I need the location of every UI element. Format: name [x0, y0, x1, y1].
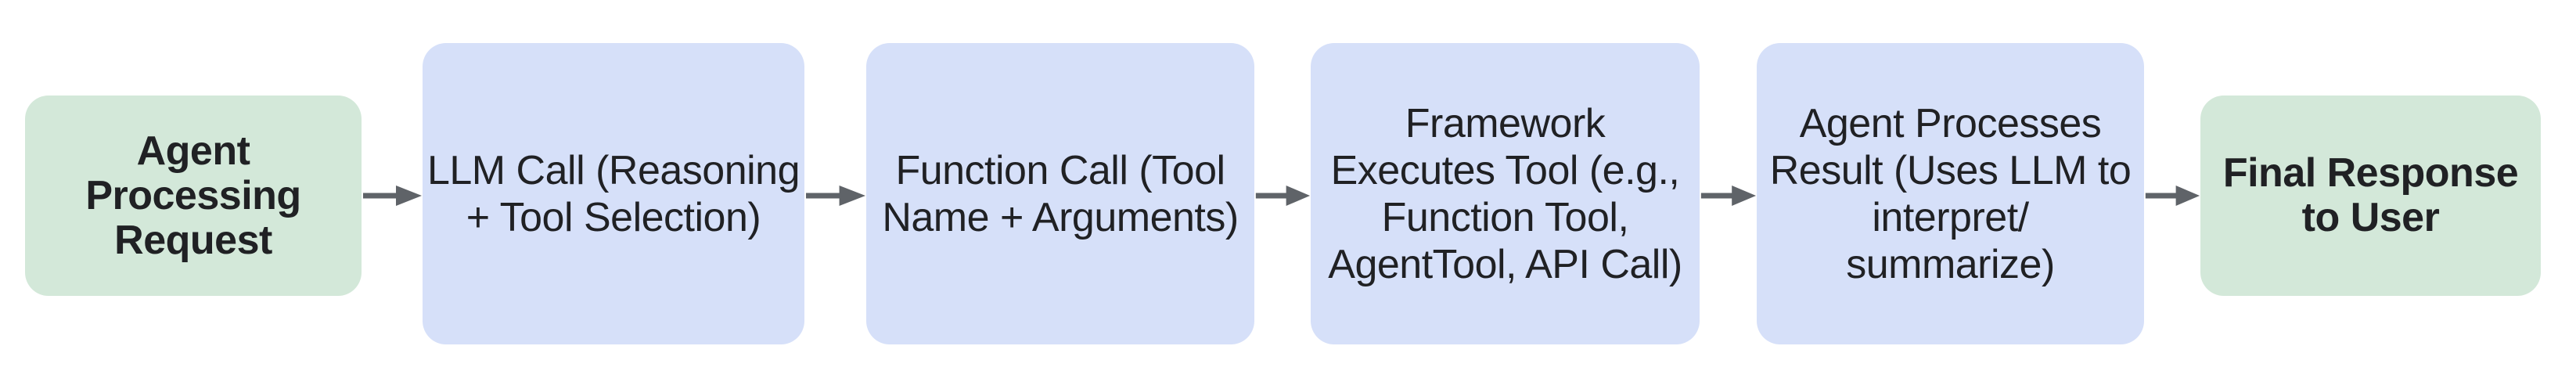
arrow-right-icon: [363, 186, 422, 206]
node-final-response-to-user: Final Response to User: [2200, 96, 2541, 296]
node-label: LLM Call (Reasoning + Tool Selection): [426, 147, 801, 240]
arrow-right-icon: [1255, 186, 1311, 206]
arrow-right-icon: [2145, 186, 2200, 206]
node-agent-processes-result: Agent Processes Result (Uses LLM to inte…: [1757, 43, 2144, 344]
flow-connector-4: [1700, 185, 1757, 207]
flow-connector-3: [1254, 185, 1311, 207]
node-framework-executes-tool: Framework Executes Tool (e.g., Function …: [1311, 43, 1700, 344]
node-function-call: Function Call (Tool Name + Arguments): [866, 43, 1254, 344]
flow-connector-5: [2144, 185, 2200, 207]
arrow-right-icon: [1700, 186, 1757, 206]
node-label: Final Response to User: [2222, 150, 2519, 240]
node-label: Function Call (Tool Name + Arguments): [882, 147, 1239, 240]
flow-connector-2: [804, 185, 866, 207]
node-agent-processing-request: Agent Processing Request: [25, 96, 362, 296]
node-label: Framework Executes Tool (e.g., Function …: [1328, 100, 1682, 287]
node-label: Agent Processing Request: [85, 128, 301, 263]
arrow-right-icon: [806, 186, 865, 206]
node-label: Agent Processes Result (Uses LLM to inte…: [1769, 100, 2132, 287]
flow-connector-1: [362, 185, 423, 207]
node-llm-call: LLM Call (Reasoning + Tool Selection): [423, 43, 804, 344]
